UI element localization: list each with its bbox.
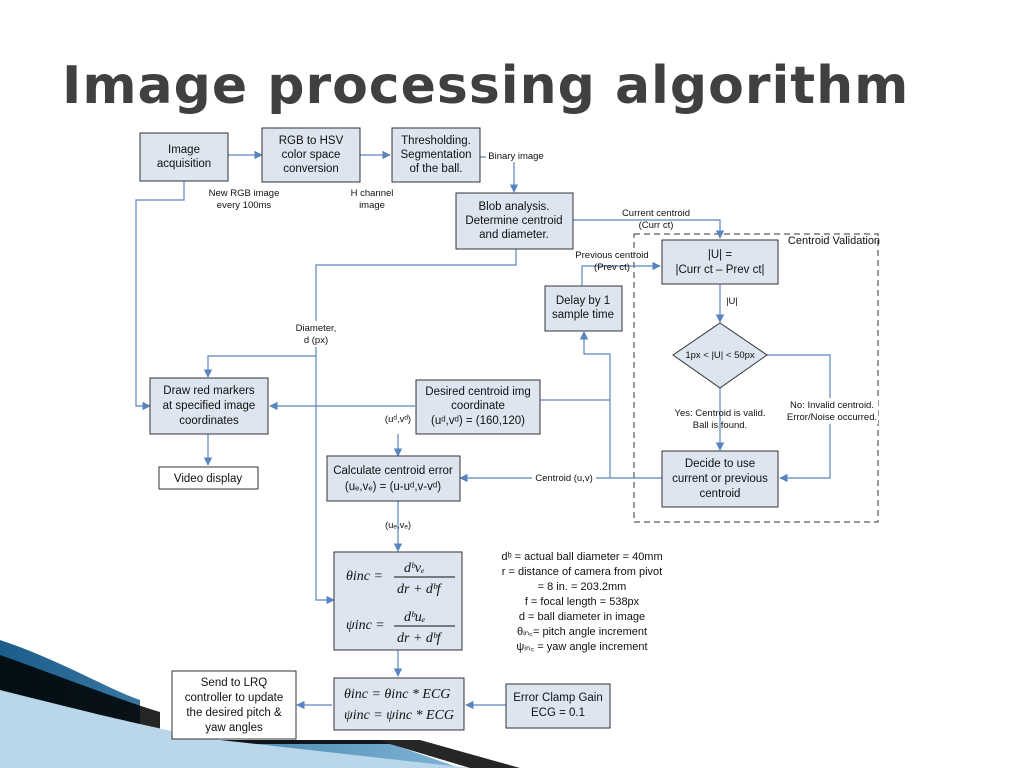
box-blob-analysis: Blob analysis. Determine centroid and di… bbox=[455, 192, 574, 250]
svg-text:Binary image: Binary image bbox=[488, 151, 543, 162]
svg-text:|U|: |U| bbox=[726, 296, 738, 307]
svg-text:(uₑ,vₑ): (uₑ,vₑ) bbox=[385, 520, 411, 531]
svg-text:ECG = 0.1: ECG = 0.1 bbox=[531, 707, 585, 719]
svg-text:d (px): d (px) bbox=[304, 335, 328, 346]
box-video-display: Video display bbox=[158, 466, 259, 490]
svg-text:dr + dᵇf: dr + dᵇf bbox=[397, 582, 443, 597]
svg-text:= 8 in. = 203.2mm: = 8 in. = 203.2mm bbox=[538, 581, 627, 593]
svg-text:H channel: H channel bbox=[351, 188, 394, 199]
svg-text:Previous centroid: Previous centroid bbox=[575, 250, 648, 261]
svg-text:Blob analysis.: Blob analysis. bbox=[479, 201, 550, 213]
box-image-acquisition: Image acquisition bbox=[139, 132, 229, 182]
svg-text:Determine centroid: Determine centroid bbox=[465, 215, 562, 227]
svg-text:d = ball diameter in image: d = ball diameter in image bbox=[519, 611, 645, 623]
box-desired-centroid: Desired centroid img coordinate (uᵈ,vᵈ) … bbox=[415, 379, 541, 435]
svg-text:θᵢₙ꜀= pitch angle increment: θᵢₙ꜀= pitch angle increment bbox=[517, 626, 647, 638]
svg-text:f = focal length = 538px: f = focal length = 538px bbox=[525, 596, 640, 608]
svg-text:dᵇ = actual ball diameter = 40: dᵇ = actual ball diameter = 40mm bbox=[501, 551, 662, 563]
svg-text:Decide to use: Decide to use bbox=[685, 458, 755, 470]
box-calc-error: Calculate centroid error (uₑ,vₑ) = (u-uᵈ… bbox=[326, 455, 461, 502]
page-title: Image processing algorithm bbox=[62, 56, 910, 116]
svg-text:the desired pitch &: the desired pitch & bbox=[186, 707, 282, 719]
svg-text:ψinc = ψinc * ECG: ψinc = ψinc * ECG bbox=[344, 708, 454, 723]
box-send-lrq: Send to LRQ controller to update the des… bbox=[171, 670, 297, 740]
svg-text:Send to LRQ: Send to LRQ bbox=[201, 677, 268, 689]
box-thresholding: Thresholding. Segmentation of the ball. bbox=[391, 127, 481, 183]
svg-text:dᵇvₑ: dᵇvₑ bbox=[404, 561, 425, 576]
decorative-swoosh bbox=[0, 640, 520, 768]
svg-text:and diameter.: and diameter. bbox=[479, 229, 549, 241]
box-equations: θinc = dᵇvₑ dr + dᵇf ψinc = dᵇuₑ dr + dᵇ… bbox=[333, 551, 463, 651]
box-rgb-to-hsv: RGB to HSV color space conversion bbox=[261, 127, 361, 183]
decision-diamond: 1px < |U| < 50px bbox=[672, 322, 768, 389]
svg-text:dᵇuₑ: dᵇuₑ bbox=[404, 610, 426, 625]
svg-text:ψᵢₙ꜀ = yaw angle increment: ψᵢₙ꜀ = yaw angle increment bbox=[516, 641, 647, 653]
svg-text:Yes: Centroid is valid.: Yes: Centroid is valid. bbox=[674, 408, 765, 419]
box-u-magnitude: |U| = |Curr ct – Prev ct| bbox=[661, 239, 779, 285]
svg-text:r = distance of camera from pi: r = distance of camera from pivot bbox=[502, 566, 662, 578]
svg-text:Image: Image bbox=[168, 144, 200, 156]
svg-text:ψinc =: ψinc = bbox=[346, 618, 385, 633]
svg-text:Segmentation: Segmentation bbox=[401, 149, 472, 161]
svg-text:at specified image: at specified image bbox=[163, 400, 256, 412]
centroid-validation-label: Centroid Validation bbox=[788, 235, 880, 247]
svg-text:every 100ms: every 100ms bbox=[217, 200, 272, 211]
svg-text:Video display: Video display bbox=[174, 473, 242, 485]
box-error-clamp: θinc = θinc * ECG ψinc = ψinc * ECG bbox=[333, 677, 465, 731]
svg-text:dr + dᵇf: dr + dᵇf bbox=[397, 631, 443, 646]
svg-text:image: image bbox=[359, 200, 385, 211]
svg-text:Error/Noise occurred.: Error/Noise occurred. bbox=[787, 412, 877, 423]
svg-text:Calculate centroid error: Calculate centroid error bbox=[333, 465, 453, 477]
svg-text:No: Invalid centroid.: No: Invalid centroid. bbox=[790, 400, 874, 411]
svg-text:New RGB image: New RGB image bbox=[209, 188, 280, 199]
svg-text:|U| =: |U| = bbox=[708, 249, 732, 261]
box-delay: Delay by 1 sample time bbox=[544, 285, 623, 332]
svg-text:(uₑ,vₑ) = (u-uᵈ,v-vᵈ): (uₑ,vₑ) = (u-uᵈ,v-vᵈ) bbox=[345, 481, 441, 493]
svg-text:Desired centroid img: Desired centroid img bbox=[425, 386, 530, 398]
svg-text:Centroid (u,v): Centroid (u,v) bbox=[535, 473, 593, 484]
variable-legend: dᵇ = actual ball diameter = 40mm r = dis… bbox=[501, 551, 662, 653]
svg-text:θinc =: θinc = bbox=[346, 569, 383, 584]
svg-text:yaw angles: yaw angles bbox=[205, 722, 263, 734]
svg-text:Current centroid: Current centroid bbox=[622, 208, 690, 219]
svg-text:RGB to HSV: RGB to HSV bbox=[279, 135, 344, 147]
svg-text:conversion: conversion bbox=[283, 163, 339, 175]
svg-text:(uᵈ,vᵈ) = (160,120): (uᵈ,vᵈ) = (160,120) bbox=[431, 415, 525, 427]
edge-labels: New RGB image every 100ms H channel imag… bbox=[209, 150, 878, 531]
svg-text:Error Clamp Gain: Error Clamp Gain bbox=[513, 692, 602, 704]
svg-text:(Prev ct): (Prev ct) bbox=[594, 262, 630, 273]
svg-text:Diameter,: Diameter, bbox=[296, 323, 337, 334]
svg-text:coordinates: coordinates bbox=[179, 415, 239, 427]
svg-text:Draw red markers: Draw red markers bbox=[163, 385, 255, 397]
box-draw-markers: Draw red markers at specified image coor… bbox=[149, 377, 269, 435]
svg-text:coordinate: coordinate bbox=[451, 400, 505, 412]
svg-text:current or previous: current or previous bbox=[672, 473, 768, 485]
svg-text:Ball is found.: Ball is found. bbox=[693, 420, 747, 431]
svg-text:of the ball.: of the ball. bbox=[409, 163, 462, 175]
svg-text:Thresholding.: Thresholding. bbox=[401, 135, 471, 147]
svg-text:acquisition: acquisition bbox=[157, 158, 211, 170]
svg-text:|Curr ct – Prev ct|: |Curr ct – Prev ct| bbox=[675, 264, 764, 276]
box-ecg: Error Clamp Gain ECG = 0.1 bbox=[505, 683, 611, 729]
svg-text:sample time: sample time bbox=[552, 309, 614, 321]
svg-text:color space: color space bbox=[282, 149, 341, 161]
svg-text:(uᵈ,vᵈ): (uᵈ,vᵈ) bbox=[385, 414, 411, 425]
svg-text:Delay by 1: Delay by 1 bbox=[556, 295, 610, 307]
box-decide-centroid: Decide to use current or previous centro… bbox=[661, 450, 779, 508]
svg-text:centroid: centroid bbox=[700, 488, 741, 500]
centroid-validation-region bbox=[633, 233, 879, 523]
svg-text:1px < |U| < 50px: 1px < |U| < 50px bbox=[685, 350, 755, 361]
svg-text:controller to update: controller to update bbox=[185, 692, 283, 704]
svg-text:(Curr ct): (Curr ct) bbox=[639, 220, 674, 231]
svg-text:θinc = θinc * ECG: θinc = θinc * ECG bbox=[344, 687, 450, 702]
